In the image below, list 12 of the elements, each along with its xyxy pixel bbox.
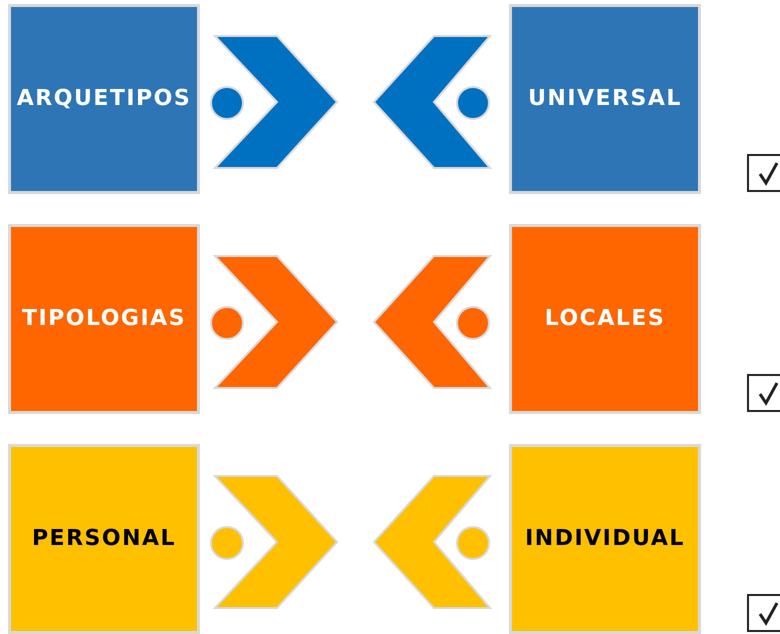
category-box: [8, 444, 200, 634]
box-label: ARQUETIPOS: [16, 85, 192, 113]
box-label: TIPOLOGIAS: [22, 305, 186, 333]
category-box: [509, 444, 701, 634]
box-label: INDIVIDUAL: [525, 525, 685, 553]
category-box: [509, 224, 701, 414]
category-box: [8, 224, 200, 414]
box-label: PERSONAL: [32, 525, 176, 553]
box-label: LOCALES: [544, 305, 666, 333]
category-box: [509, 4, 701, 194]
box-label: UNIVERSAL: [528, 85, 682, 113]
category-box: [8, 4, 200, 194]
